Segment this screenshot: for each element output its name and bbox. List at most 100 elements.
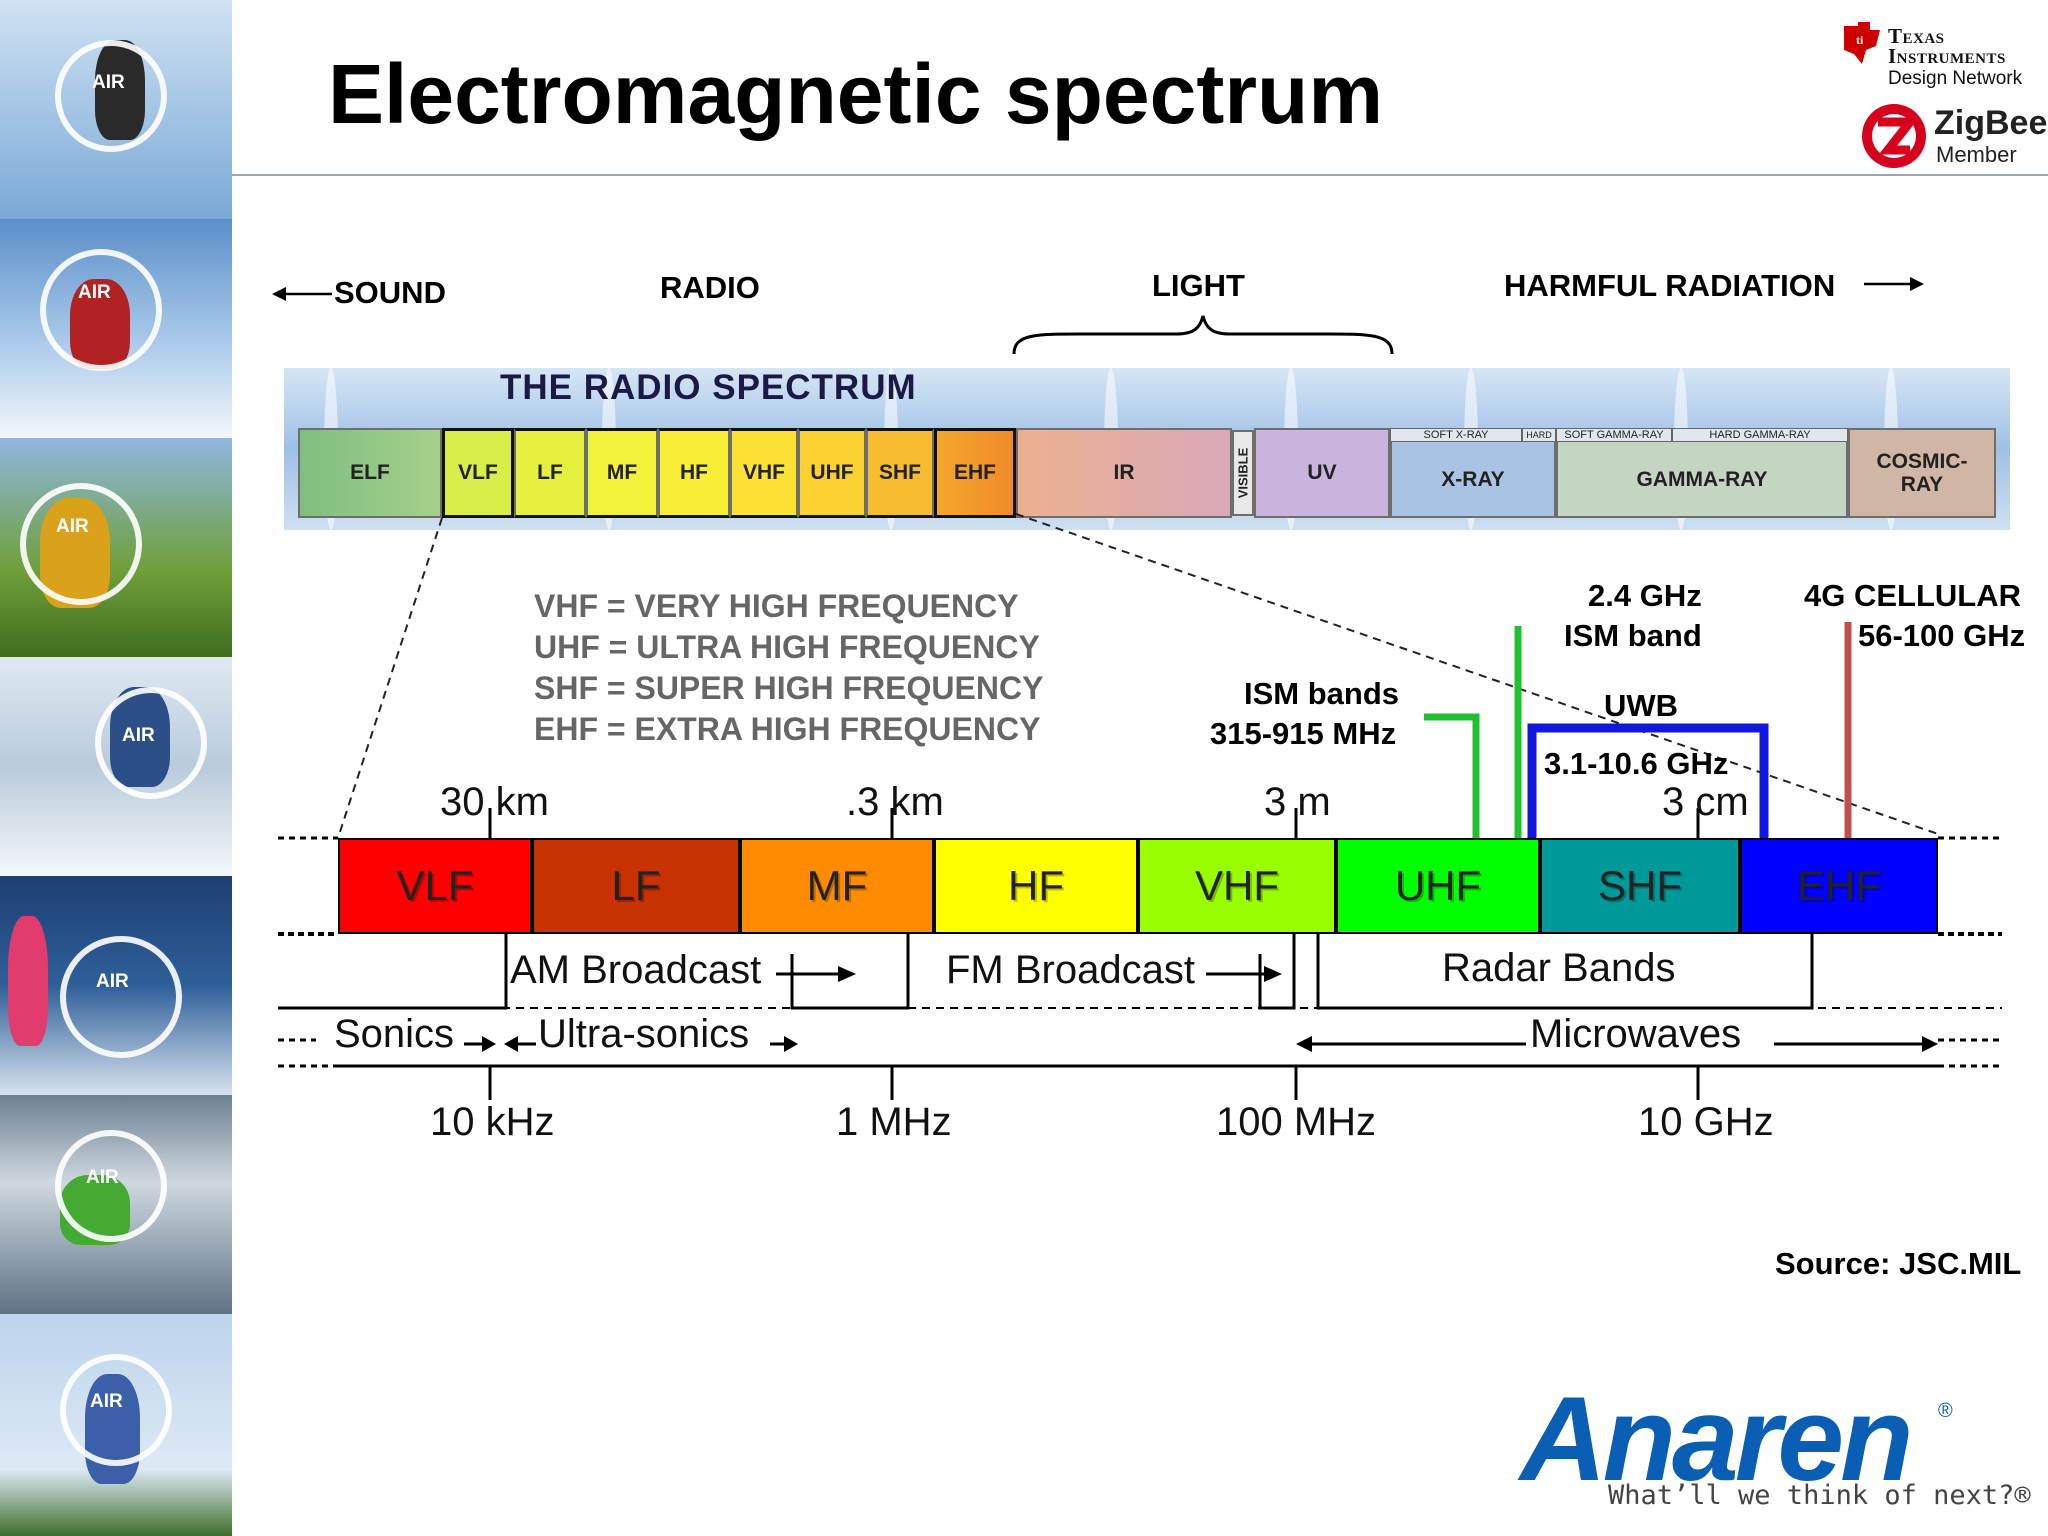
light-brace-icon [1012, 315, 1394, 355]
use-sonics: Sonics [334, 1012, 455, 1056]
ti-design-network: Design Network [1888, 68, 2023, 89]
subband-hard-gamma-ray: HARD GAMMA-RAY [1672, 428, 1848, 442]
band-x-ray: X-RAY [1390, 428, 1556, 518]
zoom-line-left [337, 517, 443, 839]
anaren-registered: ® [1938, 1400, 1953, 1422]
band-elf: ELF [298, 428, 442, 518]
category-radio: RADIO [660, 270, 760, 305]
abbreviation-shf: SHF = SUPER HIGH FREQUENCY [534, 670, 1044, 706]
band-shf: SHF [866, 428, 934, 518]
uwb-label: UWB [1604, 688, 1679, 723]
sidebar-tile-surf: AIR [0, 1095, 232, 1314]
page-title: Electromagnetic spectrum [328, 47, 1384, 141]
subband-hard-x-ray: HARD [1522, 428, 1556, 442]
air-badge: AIR [78, 282, 111, 303]
air-badge: AIR [56, 516, 89, 537]
band-ehf: EHF [934, 428, 1016, 518]
detail-band-hf: HF [934, 838, 1138, 934]
sidebar-tile-bike: AIR [0, 438, 232, 657]
detail-band-shf: SHF [1540, 838, 1740, 934]
detail-band-ehf: EHF [1740, 838, 1938, 934]
air-badge: AIR [122, 725, 155, 746]
air-logo-icon [60, 1354, 172, 1466]
band-hf: HF [658, 428, 730, 518]
use-radar-bands: Radar Bands [1442, 946, 1676, 990]
frequency-100mhz: 100 MHz [1216, 1100, 1377, 1144]
ti-name-line2: Instruments [1888, 44, 2006, 68]
harmful-arrow-icon [1864, 277, 1924, 291]
wavelength-30km: 30 km [440, 780, 549, 824]
zigbee-z-icon [1862, 104, 1926, 168]
band-cosmic-ray: COSMIC- RAY [1848, 428, 1996, 518]
radar-bracket [1316, 934, 1814, 1010]
abbreviation-uhf: UHF = ULTRA HIGH FREQUENCY [534, 629, 1040, 665]
cellular-label: 4G CELLULAR [1804, 578, 2021, 613]
band-uv: UV [1254, 428, 1390, 518]
uwb-range: 3.1-10.6 GHz [1544, 746, 1729, 781]
band-lf: LF [514, 428, 586, 518]
detail-band-uhf: UHF [1336, 838, 1540, 934]
ti-name-line1: Texas [1888, 24, 1945, 48]
subband-soft-x-ray: SOFT X-RAY [1390, 428, 1522, 442]
ism-bands-label: ISM bands [1244, 676, 1400, 711]
air-logo-icon [60, 936, 182, 1058]
band-vhf: VHF [730, 428, 798, 518]
air-logo-icon [55, 40, 167, 152]
uwb-marker [1527, 723, 1769, 838]
svg-text:ti: ti [1856, 33, 1864, 47]
cellular-range: 56-100 GHz [1858, 618, 2026, 653]
zigbee-logo: ZigBee Member [1856, 100, 2047, 172]
air-badge: AIR [86, 1167, 119, 1188]
ism-24-frequency: 2.4 GHz [1588, 578, 1702, 613]
zoom-line-right [1015, 513, 1939, 835]
band-ir: IR [1016, 428, 1232, 518]
zigbee-member: Member [1936, 142, 2017, 167]
band-visible: VISIBLE [1232, 430, 1254, 516]
use-am-broadcast: AM Broadcast [510, 948, 762, 992]
sidebar-tile-skate: AIR [0, 1314, 232, 1536]
use-ultrasonics: Ultra-sonics [538, 1012, 750, 1056]
frequency-1mhz: 1 MHz [836, 1100, 952, 1144]
source-credit: Source: JSC.MIL [1775, 1246, 2022, 1281]
use-fm-broadcast: FM Broadcast [946, 948, 1195, 992]
air-badge: AIR [90, 1391, 123, 1412]
am-bracket-end [790, 934, 910, 1010]
detail-band-mf: MF [740, 838, 934, 934]
sidebar-tile-snowboard: AIR [0, 657, 232, 876]
am-bracket [278, 934, 508, 1010]
ti-logo: ti Texas Instruments Design Network [1840, 20, 2040, 90]
air-logo-icon [95, 687, 207, 799]
title-divider [232, 174, 2048, 176]
ism-24-label: ISM band [1564, 618, 1702, 653]
air-badge: AIR [96, 971, 129, 992]
wavelength-3m: 3 m [1264, 780, 1331, 824]
anaren-tagline: What’ll we think of next?® [1608, 1480, 2031, 1511]
anaren-logo: Anaren ® What’ll we think of next?® [1520, 1370, 2040, 1520]
air-logo-icon [20, 483, 142, 605]
ism-bands-marker [1424, 713, 1480, 838]
band-vlf: VLF [442, 428, 514, 518]
sidebar-photos: AIR AIR AIR AIR AIR AIR AIR [0, 0, 232, 1536]
wavelength-03km: .3 km [846, 780, 944, 824]
use-microwaves: Microwaves [1530, 1012, 1742, 1056]
subband-soft-gamma-ray: SOFT GAMMA-RAY [1556, 428, 1672, 442]
abbreviation-vhf: VHF = VERY HIGH FREQUENCY [534, 588, 1019, 624]
band-mf: MF [586, 428, 658, 518]
sound-arrow-icon [272, 287, 332, 301]
detail-band-lf: LF [532, 838, 740, 934]
category-harmful-radiation: HARMFUL RADIATION [1504, 268, 1836, 303]
air-badge: AIR [92, 72, 125, 93]
frequency-10ghz: 10 GHz [1638, 1100, 1774, 1144]
abbreviation-ehf: EHF = EXTRA HIGH FREQUENCY [534, 711, 1041, 747]
ti-chip-icon: ti [1844, 22, 1880, 64]
wavelength-3cm: 3 cm [1662, 780, 1749, 824]
sidebar-tile-windsurf: AIR [0, 876, 232, 1095]
detail-band-vhf: VHF [1138, 838, 1336, 934]
sidebar-tile-skateboard: AIR [0, 0, 232, 219]
ism-bands-range: 315-915 MHz [1210, 716, 1397, 751]
fm-bracket [1258, 934, 1296, 1010]
band-gamma-ray: GAMMA-RAY [1556, 428, 1848, 518]
radio-spectrum-title: THE RADIO SPECTRUM [500, 368, 917, 407]
frequency-10khz: 10 kHz [430, 1100, 555, 1144]
